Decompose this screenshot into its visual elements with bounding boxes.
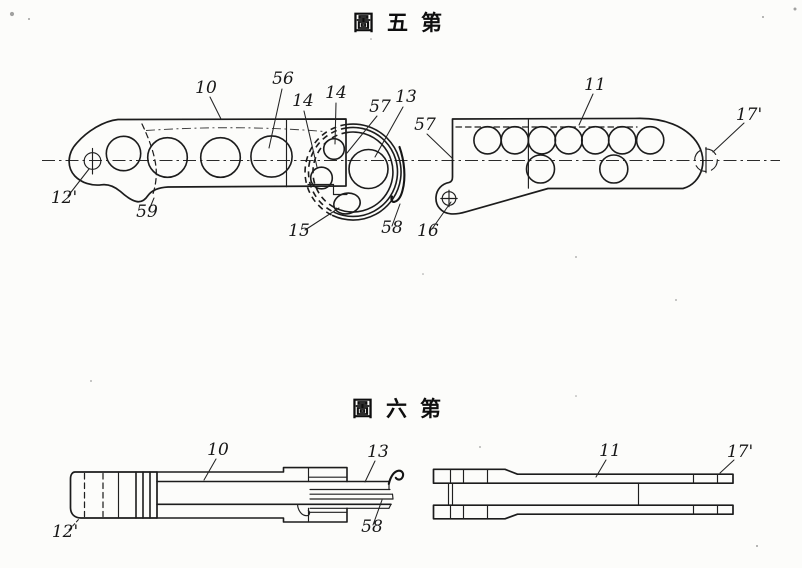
- fig5-label-12-prime: 12': [51, 188, 77, 208]
- fig6-label-10: 10: [207, 440, 229, 460]
- fig5-label-16: 16: [417, 221, 439, 241]
- fig6-bottom-curl: [296, 503, 311, 517]
- fig5-label-11: 11: [584, 75, 606, 95]
- spring-hook-58: [390, 145, 406, 203]
- fig5-label-15: 15: [288, 221, 310, 241]
- left-arm-hidden-edge: [141, 123, 157, 198]
- fork-bottom-edge: [156, 507, 348, 523]
- figure5: 圖五第: [42, 11, 780, 241]
- fig6-right-assembly: [432, 468, 734, 520]
- fig6-label-58: 58: [361, 517, 383, 537]
- figure6: 圖六第: [52, 397, 753, 542]
- fig6-label-12-prime: 12': [52, 522, 78, 542]
- right-hole-6: [607, 125, 637, 155]
- leaf-end-cap-2: [391, 493, 394, 500]
- joint-hole-13: [348, 148, 389, 190]
- coil-mid-arc-hidden: [307, 127, 347, 214]
- leaf-end-cap-3: [388, 503, 392, 509]
- figure5-labels: 10 56 14 14 57 13 57 11 17' 12' 59 15 58…: [51, 69, 762, 241]
- left-arm-outline: [68, 118, 347, 203]
- right-hole-1: [473, 125, 502, 155]
- fig6-spring-hook-58: [387, 469, 405, 486]
- right-hole-3: [527, 125, 557, 155]
- fig5-label-14-left: 14: [292, 91, 314, 111]
- coil-mid-arc: [333, 126, 399, 218]
- fig5-label-17-prime: 17': [736, 105, 762, 125]
- joint-hole-15: [333, 192, 361, 215]
- lightening-hole-4: [250, 135, 293, 178]
- fig5-label-58: 58: [381, 218, 403, 238]
- fig5-label-14-right: 14: [325, 83, 347, 103]
- lightening-hole-1: [105, 135, 142, 172]
- fig6-label-13: 13: [367, 442, 389, 462]
- figure5-title: 圖五第: [353, 11, 455, 35]
- disc-arc: [335, 131, 394, 213]
- right-hole-4: [554, 125, 584, 155]
- joint-hole-14-upper: [322, 137, 346, 161]
- figure5-leaders: [67, 88, 745, 231]
- right-hole-2: [500, 125, 530, 155]
- right-hole-7: [635, 125, 665, 155]
- right-arm-part11: [435, 117, 718, 215]
- figure6-labels: 10 13 58 12' 11 17': [52, 440, 753, 542]
- fork11-top-bar: [432, 468, 734, 485]
- left-arm-part10: [68, 118, 347, 203]
- fig6-label-17-prime: 17': [727, 442, 753, 462]
- right-arm-outline: [435, 117, 704, 215]
- fig5-label-57-right: 57: [414, 115, 436, 135]
- fig6-label-11: 11: [599, 441, 621, 461]
- right-lower-hole-2: [598, 154, 629, 184]
- fork-top-edge: [156, 466, 348, 483]
- fig5-label-57-left: 57: [369, 97, 391, 117]
- coil-outer-arc-hidden: [304, 123, 347, 217]
- joint-notch-edge: [307, 183, 348, 196]
- lightening-hole-2: [146, 136, 189, 179]
- fig6-left-assembly: [69, 466, 405, 523]
- fig5-label-59: 59: [136, 202, 158, 222]
- lightening-hole-3: [199, 136, 242, 179]
- right-hole-5: [580, 125, 610, 155]
- right-lower-hole-1: [525, 154, 556, 184]
- fork11-bottom-bar: [432, 504, 734, 520]
- figure6-title: 圖六第: [352, 397, 454, 421]
- left-arm-hidden-centerline: [145, 127, 325, 132]
- disc-arc-hidden: [312, 131, 348, 210]
- spring-joint: [304, 123, 406, 221]
- joint-hole-14-lower: [309, 166, 334, 190]
- scan-speckles: [9, 7, 797, 547]
- fig5-label-56: 56: [272, 69, 294, 89]
- clevis-block: [69, 471, 158, 519]
- fig5-label-13: 13: [395, 87, 417, 107]
- fig5-label-10: 10: [195, 78, 217, 98]
- figure6-leaders: [68, 458, 735, 531]
- coil-outer-arc: [331, 123, 402, 221]
